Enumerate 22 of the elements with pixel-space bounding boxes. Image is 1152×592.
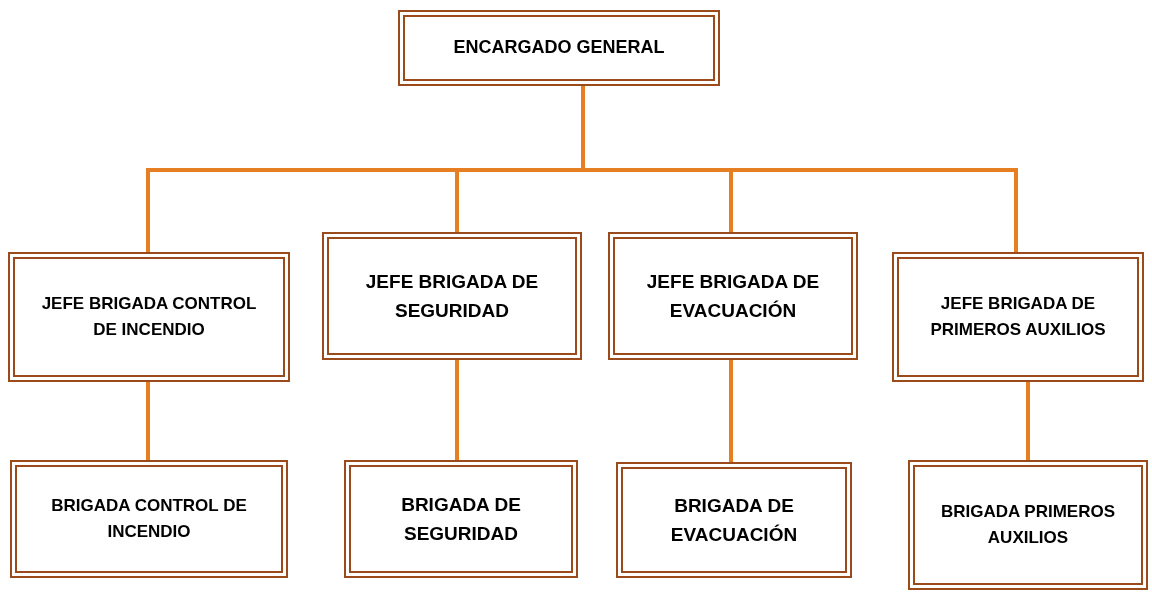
org-box bbox=[608, 232, 858, 360]
box-label: JEFE BRIGADA CONTROL DE INCENDIO bbox=[40, 292, 258, 341]
org-box bbox=[616, 462, 852, 578]
box-label: BRIGADA DE EVACUACIÓN bbox=[669, 493, 799, 547]
org-box bbox=[344, 460, 578, 578]
box-label: JEFE BRIGADA DE PRIMEROS AUXILIOS bbox=[929, 292, 1107, 341]
org-box bbox=[398, 10, 720, 86]
connector-line bbox=[1026, 382, 1030, 460]
org-box bbox=[908, 460, 1148, 590]
box-label: JEFE BRIGADA DE EVACUACIÓN bbox=[645, 269, 821, 323]
box-label: BRIGADA CONTROL DE INCENDIO bbox=[50, 494, 248, 543]
org-box bbox=[10, 460, 288, 578]
org-box bbox=[892, 252, 1144, 382]
org-box bbox=[8, 252, 290, 382]
box-label: BRIGADA DE SEGURIDAD bbox=[400, 492, 522, 546]
org-box bbox=[322, 232, 582, 360]
box-label: BRIGADA PRIMEROS AUXILIOS bbox=[939, 500, 1117, 549]
connector-line bbox=[729, 360, 733, 462]
connector-line bbox=[146, 382, 150, 460]
box-label: ENCARGADO GENERAL bbox=[453, 36, 665, 60]
connector-line bbox=[455, 360, 459, 460]
box-label: JEFE BRIGADA DE SEGURIDAD bbox=[364, 269, 540, 323]
